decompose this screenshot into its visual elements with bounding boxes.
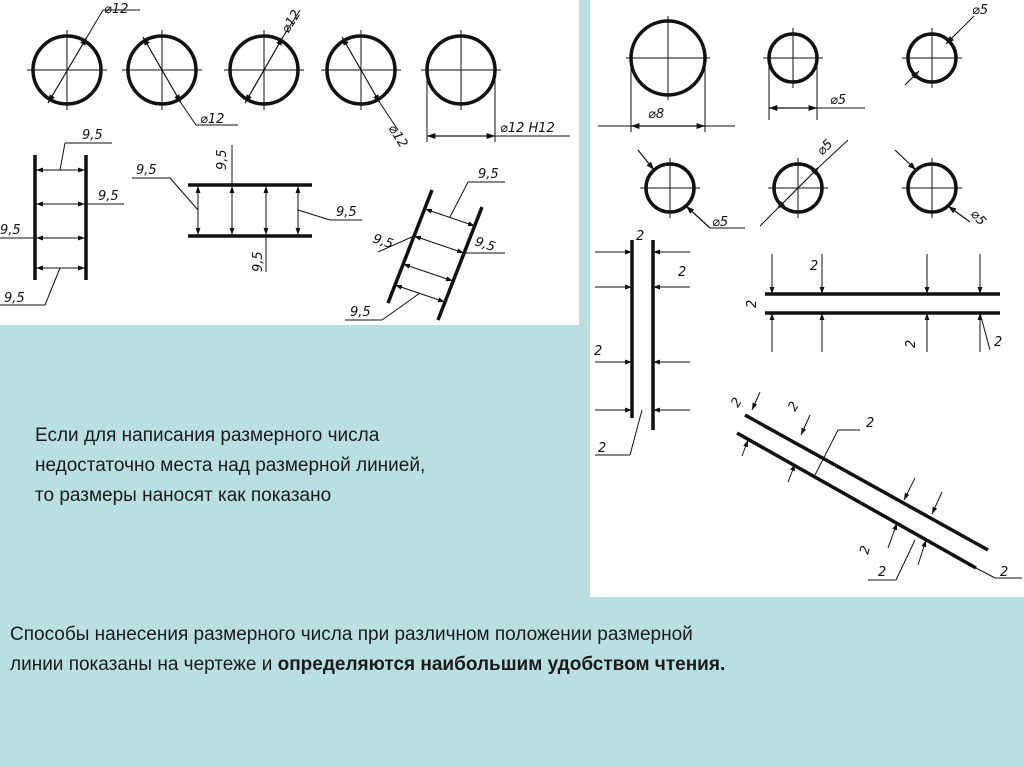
circle-diameter-5-c: [637, 149, 745, 229]
spacing-label: 9,5: [350, 305, 371, 320]
circle-diameter-3: [224, 9, 304, 110]
diameter-label: ⌀12 H12: [500, 121, 555, 136]
spacing-label: 2: [728, 395, 745, 410]
diameter-and-spacing-drawing-right: ⌀8 ⌀5 ⌀5 ⌀5 ⌀5 ⌀5 2 2 2 2 2 2 2 2 2 2 2 …: [594, 3, 1022, 581]
drawing-panel-left: ⌀12 ⌀12 ⌀12 ⌀12 ⌀12 H12 9,5 9,5 9,5 9,5 …: [0, 0, 579, 325]
caption-placement-methods: Способы нанесения размерного числа при р…: [10, 620, 1010, 680]
circle-diameter-4: [321, 30, 401, 131]
spacing-label: 9,5: [82, 128, 103, 143]
circle-diameter-5-d: [759, 139, 849, 227]
caption-line: Способы нанесения размерного числа при р…: [10, 624, 693, 645]
spacing-label: 9,5: [136, 163, 157, 178]
spacing-horizontal-lines: [765, 254, 1000, 352]
drawing-panel-right: ⌀8 ⌀5 ⌀5 ⌀5 ⌀5 ⌀5 2 2 2 2 2 2 2 2 2 2 2 …: [590, 0, 1024, 597]
spacing-label: 2: [857, 544, 874, 556]
circle-diameter-5-b: [902, 15, 975, 88]
spacing-label: 2: [598, 441, 606, 456]
diameter-label: ⌀5: [814, 137, 836, 159]
diameter-and-spacing-drawing-left: ⌀12 ⌀12 ⌀12 ⌀12 ⌀12 H12 9,5 9,5 9,5 9,5 …: [0, 2, 570, 321]
spacing-label: 9,5: [478, 167, 499, 182]
spacing-label: 2: [994, 335, 1002, 350]
spacing-label: 2: [810, 259, 818, 274]
circle-diameter-2: [122, 30, 238, 126]
spacing-label: 9,5: [336, 205, 357, 220]
circle-diameter-5-a: [763, 28, 865, 120]
caption-text-bold: определяются наибольшим удобством чтения…: [277, 654, 726, 675]
caption-insufficient-space: Если для написания размерного числа недо…: [35, 421, 580, 511]
circle-diameter-5: [421, 30, 570, 142]
spacing-label: 2: [594, 344, 602, 359]
spacing-label: 9,5: [251, 251, 266, 272]
diameter-label: ⌀12: [104, 2, 128, 17]
caption-line: Если для написания размерного числа: [35, 425, 380, 446]
diameter-label: ⌀5: [967, 207, 989, 229]
spacing-label: 2: [636, 229, 644, 244]
spacing-label: 9,5: [371, 232, 395, 253]
circle-diameter-1: [27, 9, 140, 110]
spacing-label: 2: [745, 300, 760, 308]
spacing-label: 2: [878, 565, 886, 580]
diameter-label: ⌀8: [648, 107, 664, 122]
circle-diameter-8: [598, 16, 735, 132]
spacing-slanted-lines: [345, 181, 505, 321]
diameter-label: ⌀5: [972, 3, 988, 18]
spacing-label: 2: [678, 265, 686, 280]
spacing-vertical-lines: [595, 240, 690, 456]
spacing-label: 2: [785, 399, 802, 414]
spacing-label: 2: [904, 340, 919, 348]
spacing-label: 9,5: [0, 223, 21, 238]
spacing-slanted-lines: [736, 391, 1022, 581]
caption-line-2: линии показаны на чертеже и определяются…: [10, 650, 1010, 680]
diameter-label: ⌀5: [712, 215, 728, 230]
diameter-label: ⌀5: [830, 93, 846, 108]
spacing-label: 9,5: [473, 235, 497, 256]
spacing-label: 2: [1000, 565, 1008, 580]
spacing-label: 9,5: [98, 189, 119, 204]
spacing-label: 2: [866, 416, 874, 431]
diameter-label: ⌀12: [279, 7, 305, 36]
diameter-label: ⌀12: [200, 112, 224, 127]
caption-line: недостаточно места над размерной линией,: [35, 455, 426, 476]
spacing-horizontal-lines: [132, 145, 362, 272]
circle-diameter-5-e: [894, 149, 971, 223]
spacing-label: 9,5: [4, 291, 25, 306]
caption-line: то размеры наносят как показано: [35, 485, 332, 506]
spacing-label: 9,5: [215, 149, 230, 170]
caption-text-plain: линии показаны на чертеже и: [10, 654, 278, 675]
spacing-vertical-lines: [0, 142, 124, 306]
diameter-label: ⌀12: [385, 122, 411, 151]
